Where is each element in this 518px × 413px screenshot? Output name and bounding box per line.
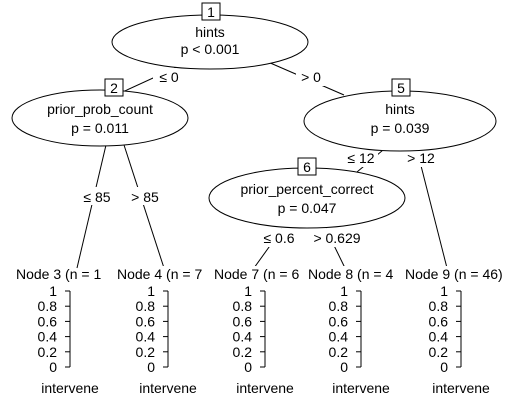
axis-tick-label: 0.8 (329, 298, 349, 314)
axis-tick-label: 0 (244, 359, 252, 375)
axis-tick-label: 0.8 (38, 298, 58, 314)
terminal-xlabel-9: intervene (432, 380, 490, 396)
axis-tick-label: 0.4 (233, 329, 253, 345)
inner-node-1: 1 hints p < 0.001 (111, 2, 309, 70)
terminal-xlabel-4: intervene (139, 380, 197, 396)
axis-tick-label: 0.6 (329, 313, 349, 329)
axis-tick-label: 0 (340, 359, 348, 375)
terminal-title-7: Node 7 (n = 6 (214, 266, 299, 282)
terminal-node-8: Node 8 (n = 4 (307, 266, 407, 284)
terminal-node-7: Node 7 (n = 6 (214, 266, 312, 284)
inner-node-5: 5 hints p = 0.039 (303, 78, 497, 152)
terminal-axis-4: 10.80.60.40.20 (136, 283, 169, 375)
terminal-xlabels: intervene intervene intervene intervene … (41, 380, 490, 396)
terminal-axis-7: 10.80.60.40.20 (233, 283, 266, 375)
edge-5-9 (416, 149, 448, 269)
inner-node-2: 2 prior_prob_count p = 0.011 (11, 78, 189, 147)
edge-2-3 (76, 144, 107, 269)
terminal-node-4: Node 4 (n = 7 (116, 266, 218, 284)
axis-tick-label: 0.8 (429, 298, 449, 314)
axis-tick-label: 0.6 (429, 313, 449, 329)
inner-node-6: 6 prior_percent_correct p = 0.047 (208, 157, 406, 229)
node-id-5: 5 (397, 80, 405, 96)
terminal-title-3: Node 3 (n = 1 (16, 266, 101, 282)
terminal-xlabel-7: intervene (236, 380, 294, 396)
edge-label-1-2: ≤ 0 (159, 69, 179, 85)
terminal-xlabel-3: intervene (41, 380, 99, 396)
axis-tick-label: 1 (147, 283, 155, 299)
axis-tick-label: 1 (49, 283, 57, 299)
terminal-title-4: Node 4 (n = 7 (117, 266, 202, 282)
node-variable-5: hints (385, 101, 415, 117)
axis-tick-label: 0.4 (329, 329, 349, 345)
axis-tick-label: 0.2 (38, 344, 58, 360)
node-pvalue-2: p = 0.011 (71, 120, 129, 136)
edge-label-5-6: ≤ 12 (347, 150, 374, 166)
axis-tick-label: 0.2 (329, 344, 349, 360)
node-id-6: 6 (303, 159, 311, 175)
node-variable-6: prior_percent_correct (240, 181, 373, 197)
edge-label-1-5: > 0 (301, 69, 321, 85)
terminal-axis-9: 10.80.60.40.20 (429, 283, 462, 375)
node-variable-1: hints (195, 24, 225, 40)
axis-tick-label: 1 (340, 283, 348, 299)
edge-2-4 (123, 144, 165, 269)
axis-tick-label: 0.4 (429, 329, 449, 345)
node-variable-2: prior_prob_count (47, 101, 153, 117)
edge-labels: ≤ 0 > 0 ≤ 85 > 85 ≤ 12 > 12 ≤ 0.6 > 0.62… (78, 68, 441, 247)
axis-tick-label: 0 (147, 359, 155, 375)
terminal-node-9: Node 9 (n = 46) (404, 266, 518, 284)
axis-tick-label: 0.2 (429, 344, 449, 360)
edge-label-2-4: > 85 (131, 189, 159, 205)
node-pvalue-1: p < 0.001 (181, 41, 240, 57)
node-id-2: 2 (110, 80, 118, 96)
terminal-node-3: Node 3 (n = 1 (16, 266, 101, 282)
terminal-title-8: Node 8 (n = 4 (308, 266, 393, 282)
node-pvalue-5: p = 0.039 (371, 120, 430, 136)
edge-label-2-3: ≤ 85 (83, 189, 110, 205)
edge-label-6-7: ≤ 0.6 (263, 230, 294, 246)
edge-label-6-8: > 0.629 (313, 230, 360, 246)
axis-tick-label: 0.2 (136, 344, 156, 360)
terminal-axes: 10.80.60.40.2010.80.60.40.2010.80.60.40.… (38, 283, 462, 375)
axis-tick-label: 1 (244, 283, 252, 299)
node-id-1: 1 (207, 4, 215, 20)
axis-tick-label: 0.6 (136, 313, 156, 329)
axis-tick-label: 0 (49, 359, 57, 375)
axis-tick-label: 0 (440, 359, 448, 375)
axis-tick-label: 0.8 (136, 298, 156, 314)
node-pvalue-6: p = 0.047 (278, 200, 337, 216)
axis-tick-label: 0.4 (38, 329, 58, 345)
axis-tick-label: 0.6 (38, 313, 58, 329)
terminal-title-9: Node 9 (n = 46) (405, 266, 503, 282)
axis-tick-label: 0.2 (233, 344, 253, 360)
axis-tick-label: 0.4 (136, 329, 156, 345)
terminal-axis-3: 10.80.60.40.20 (38, 283, 71, 375)
edge-label-5-9: > 12 (407, 150, 435, 166)
axis-tick-label: 0.8 (233, 298, 253, 314)
terminal-axis-8: 10.80.60.40.20 (329, 283, 362, 375)
terminal-xlabel-8: intervene (332, 380, 390, 396)
axis-tick-label: 1 (440, 283, 448, 299)
axis-tick-label: 0.6 (233, 313, 253, 329)
